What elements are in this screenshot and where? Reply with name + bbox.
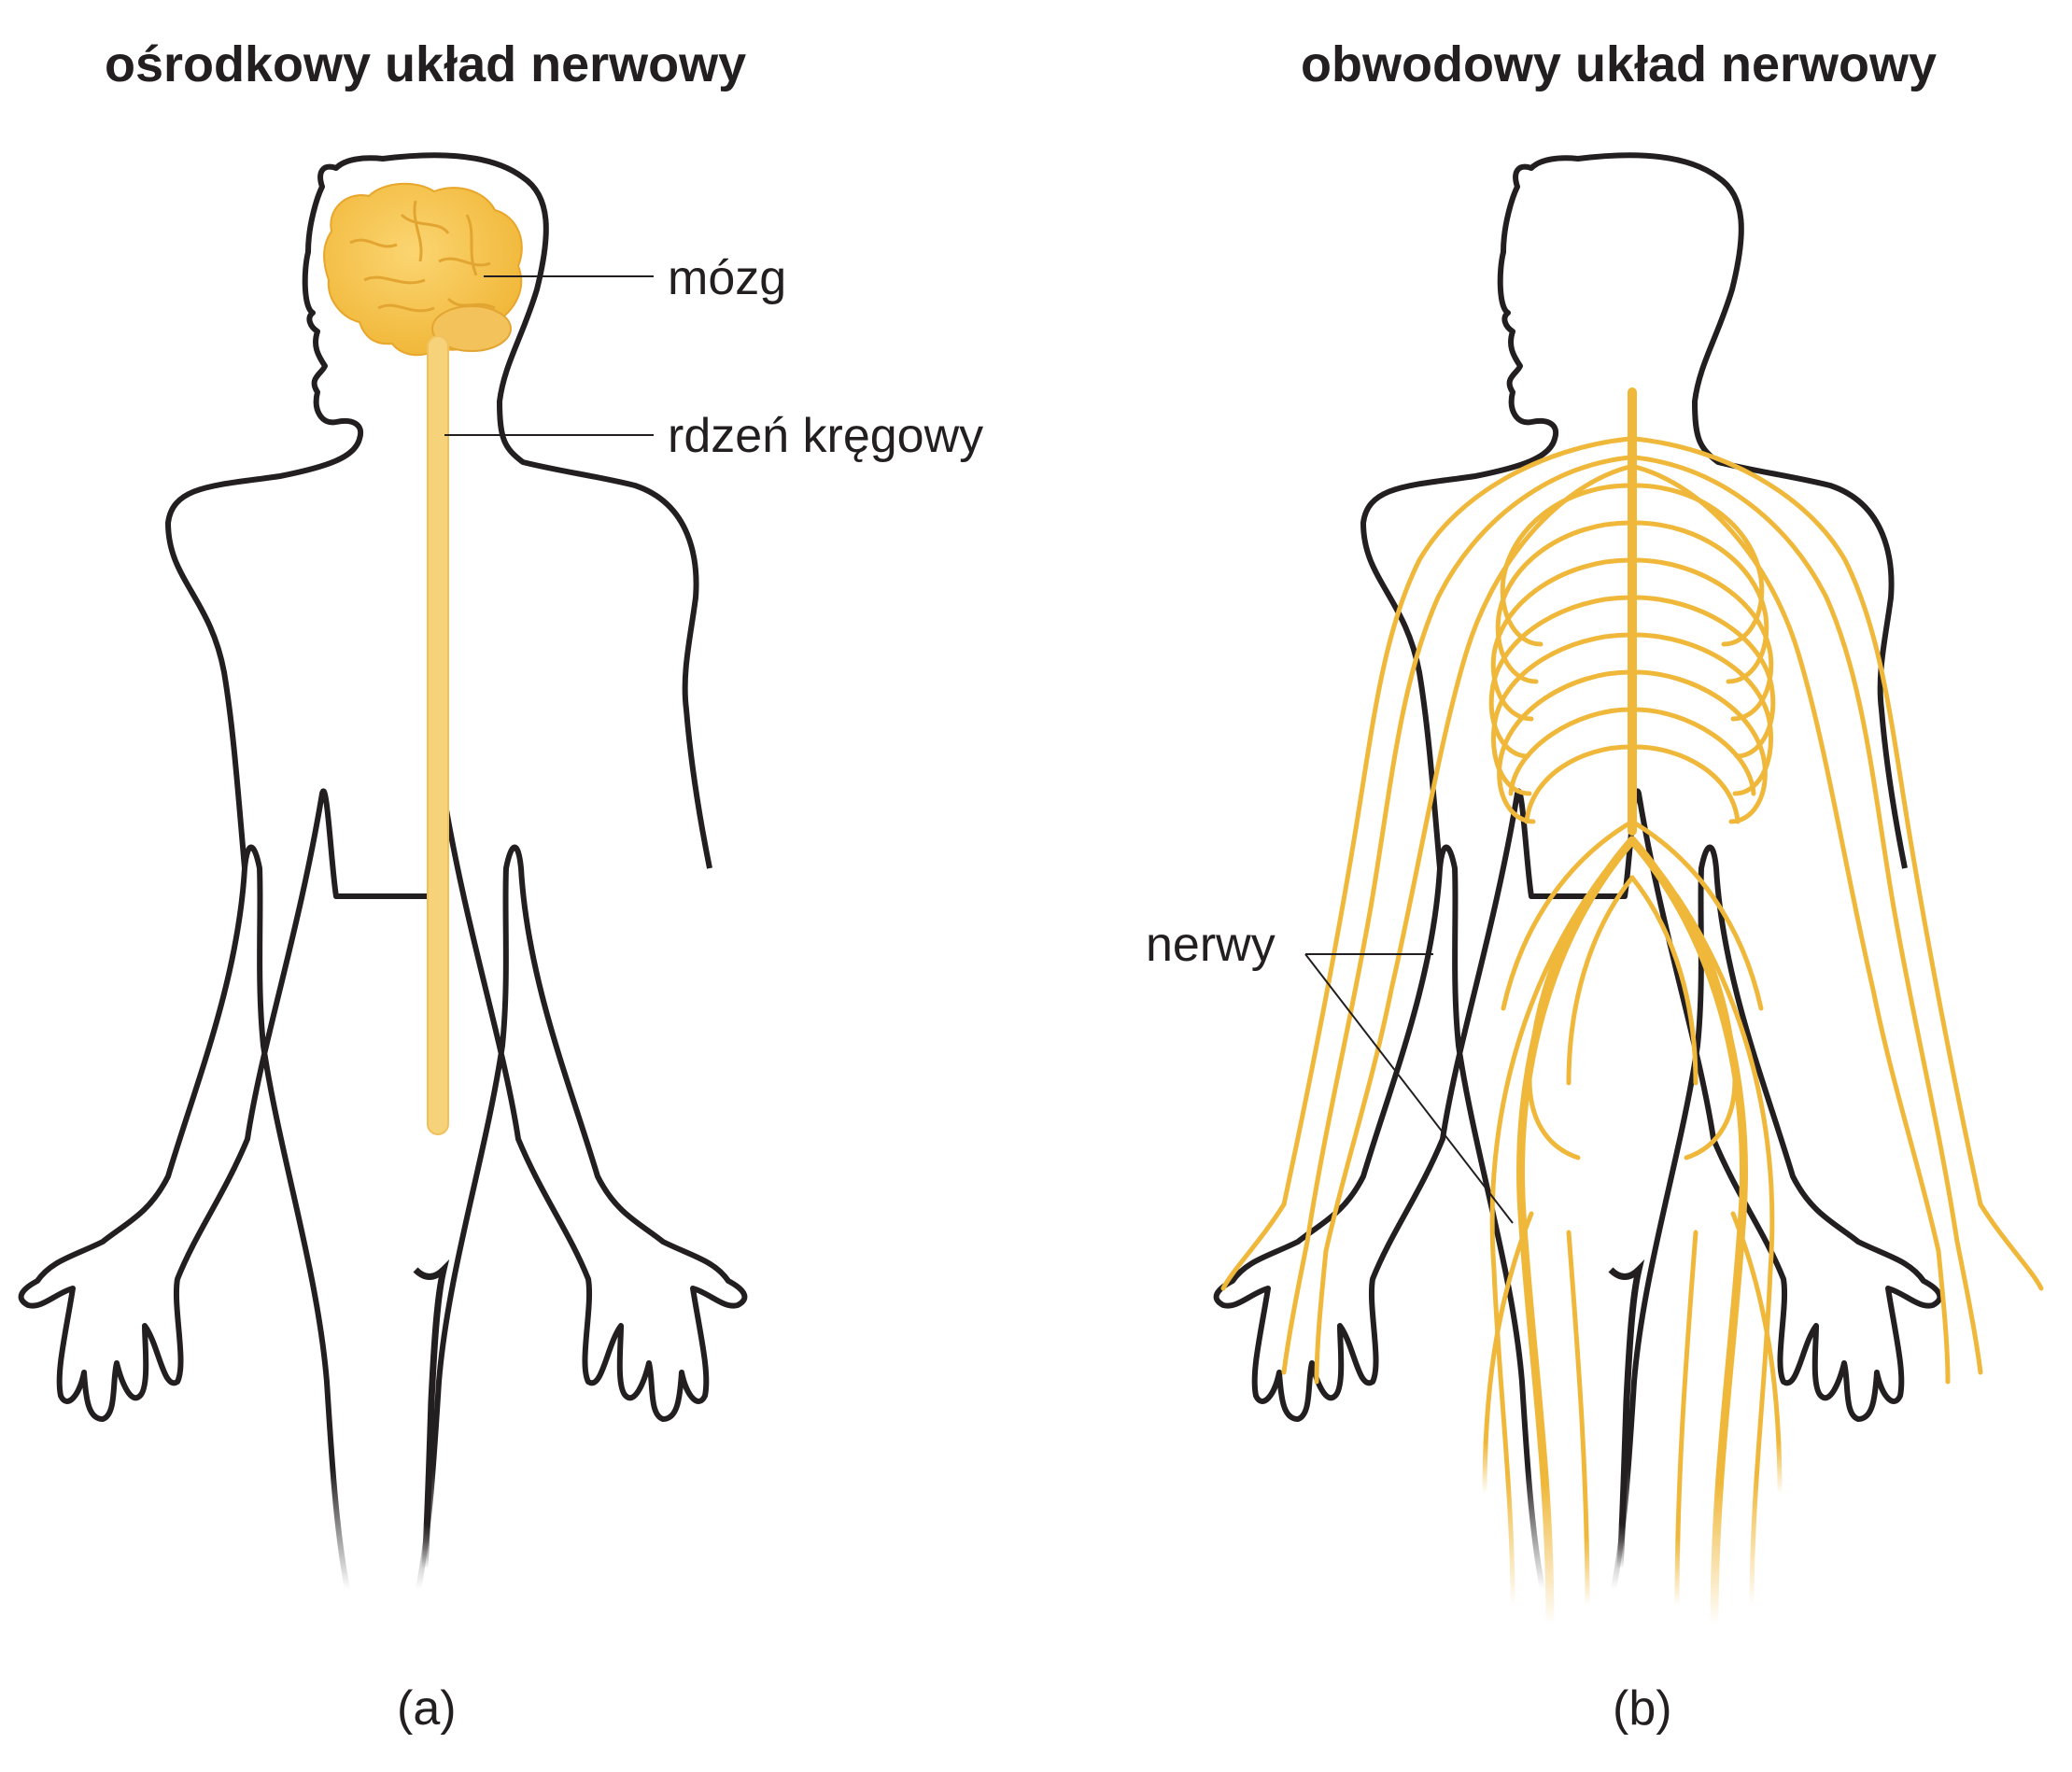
spinal-cord <box>427 335 449 1135</box>
spinal-cord-label: rdzeń kręgowy <box>668 409 984 463</box>
panel-a-title: ośrodkowy układ nerwowy <box>105 36 747 92</box>
nerves-label: nerwy <box>1146 918 1276 972</box>
panel-b-title: obwodowy układ nerwowy <box>1301 36 1938 92</box>
body-outline-b <box>1213 152 1943 1590</box>
brain <box>323 182 523 357</box>
panel-b-caption: (b) <box>1613 1681 1672 1736</box>
body-outline-a <box>18 152 748 1590</box>
panel-a-caption: (a) <box>397 1681 457 1736</box>
brain-label: mózg <box>668 251 787 305</box>
peripheral-nerves <box>1220 387 2044 1629</box>
nerves-leader-lines <box>1304 953 1514 1224</box>
